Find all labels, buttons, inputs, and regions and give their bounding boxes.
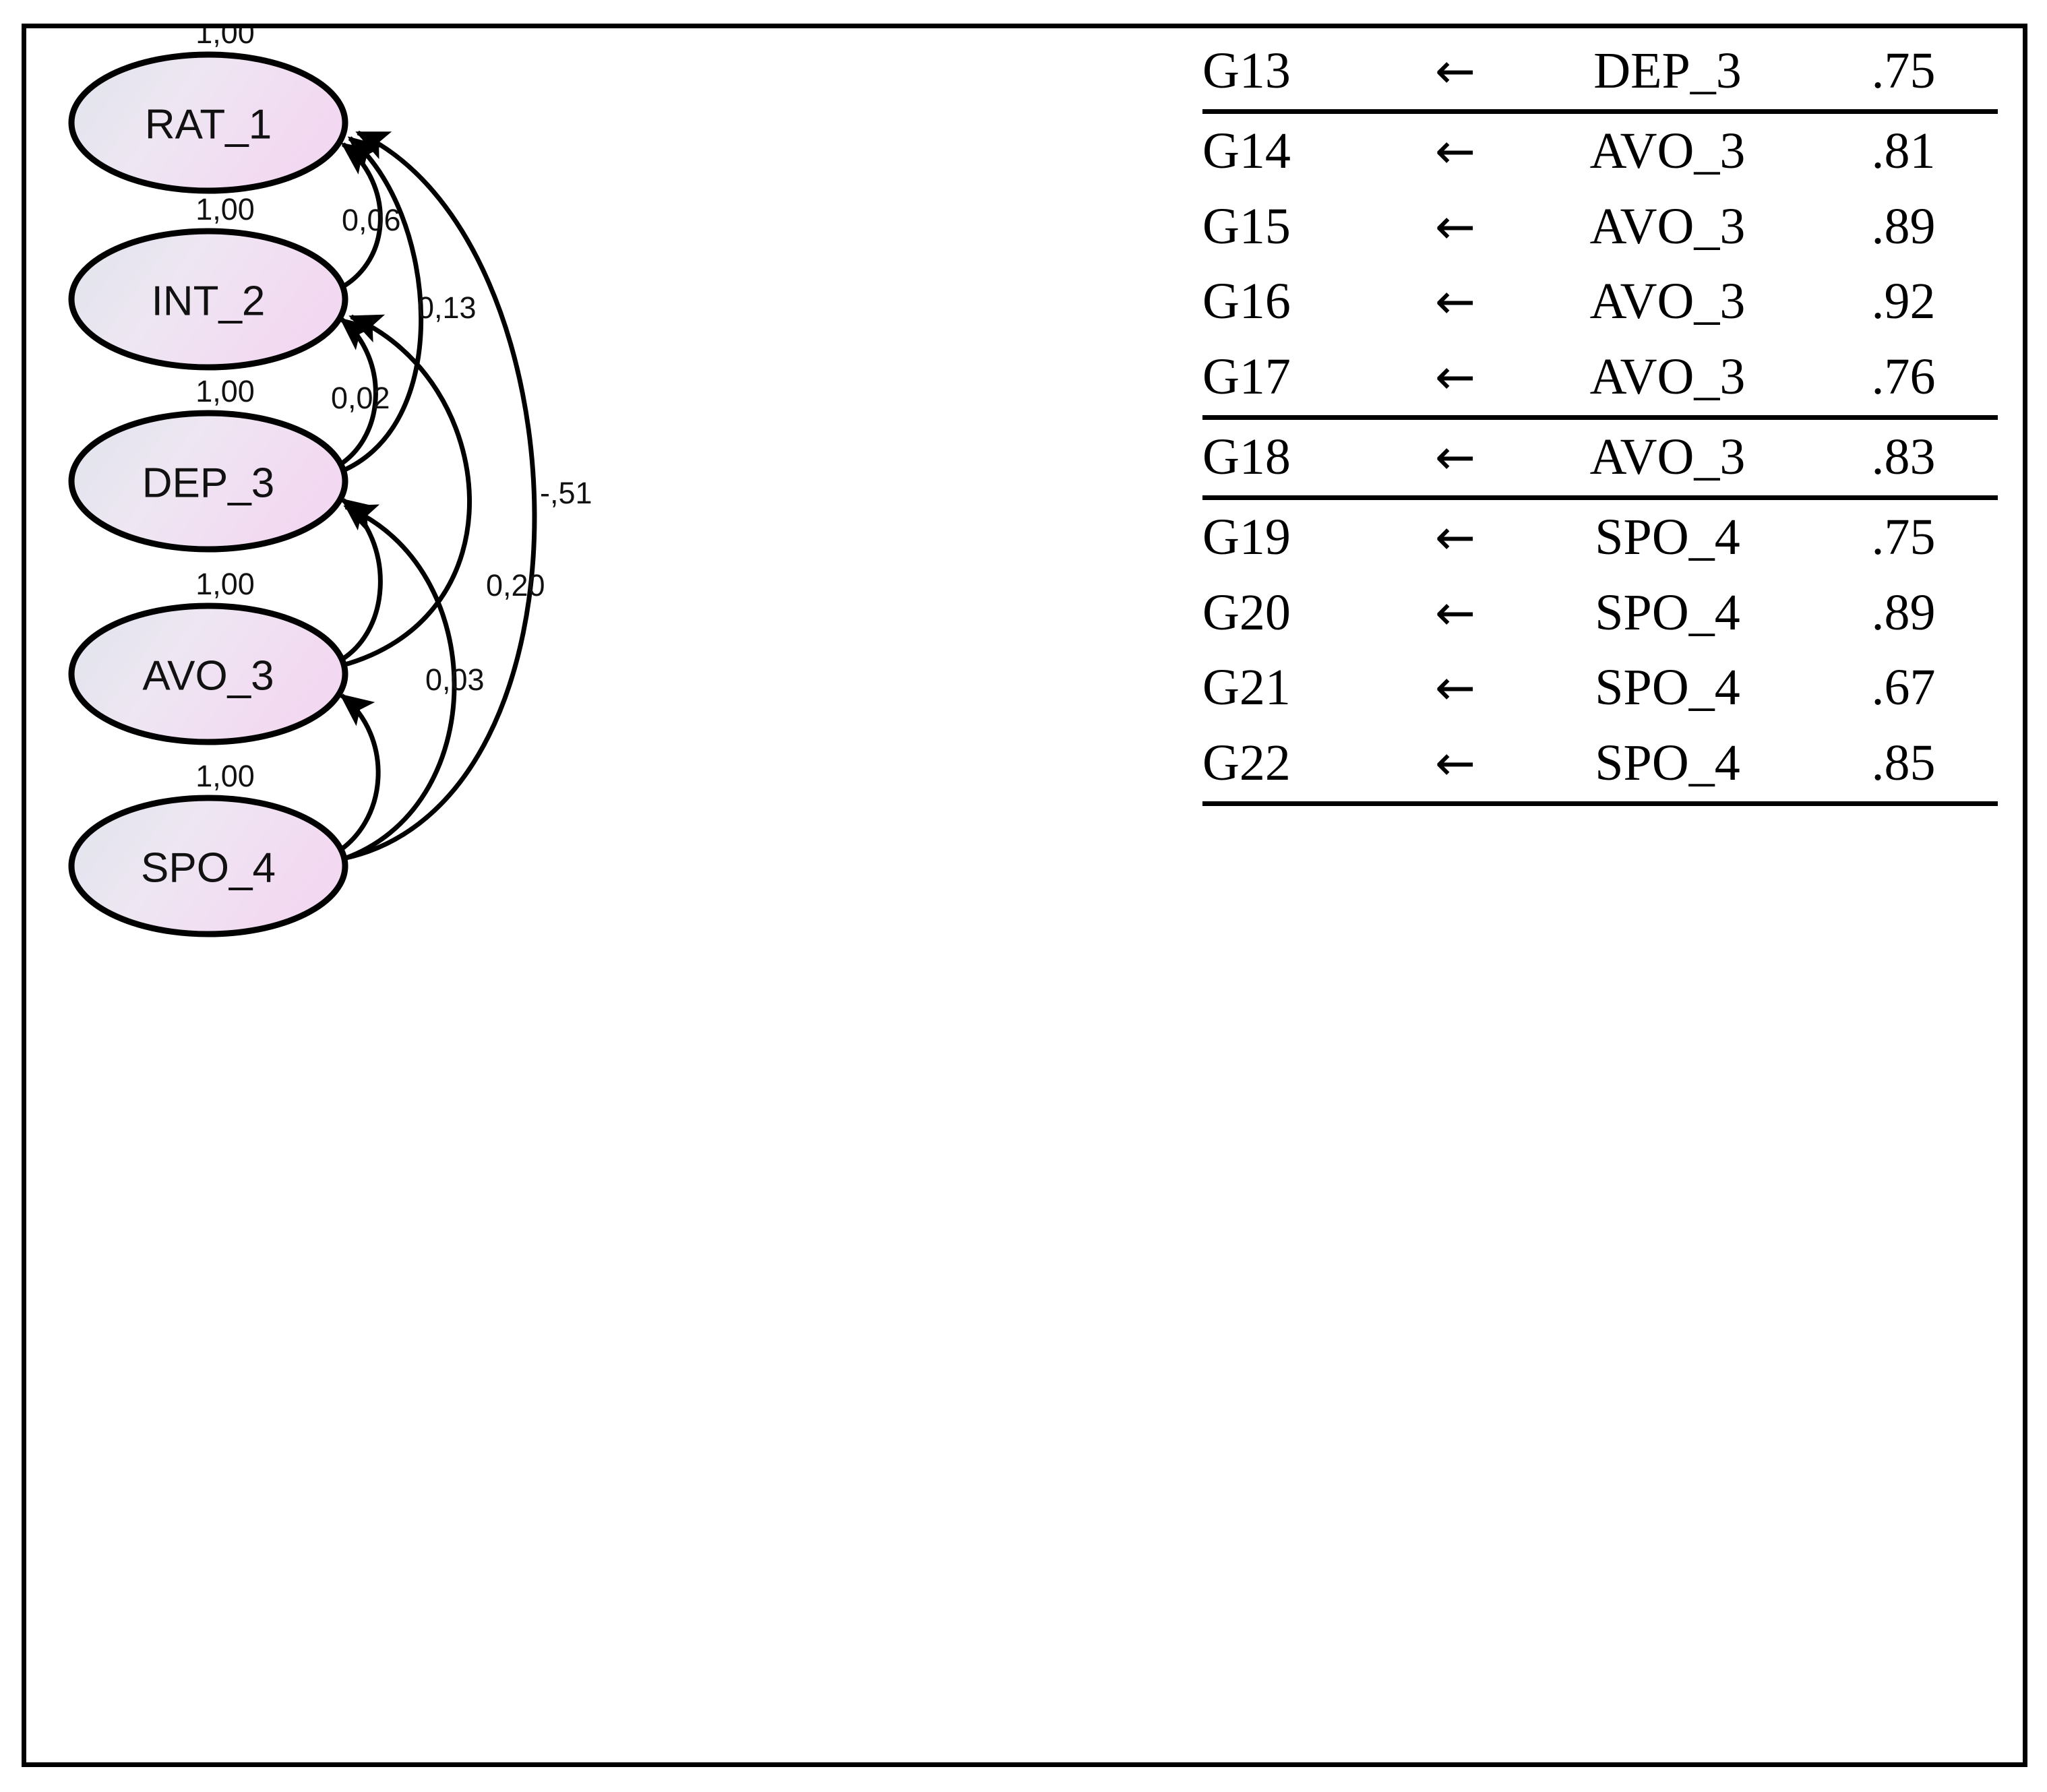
row-estimate: .75 xyxy=(1809,34,1998,114)
left-arrow-icon: ← xyxy=(1384,726,1526,806)
node-avo3[interactable]: AVO_3 1,00 xyxy=(68,567,348,745)
table-row: G13 ← DEP_3 .75 xyxy=(1202,34,1998,114)
row-estimate: .89 xyxy=(1871,197,1936,255)
node-label-rat1: RAT_1 xyxy=(145,102,272,148)
path-diagram: RAT_1 1,00 INT_2 1,00 DEP_3 1,00 AVO_3 1… xyxy=(68,28,592,937)
row-factor: AVO_3 xyxy=(1526,417,1809,500)
node-ellipse-dep3[interactable] xyxy=(68,410,348,553)
edge-spo4-avo3 xyxy=(330,693,381,859)
table-row: G16 ← AVO_3 .92 xyxy=(1202,264,1998,340)
row-estimate: .81 xyxy=(1871,122,1936,179)
edge-label-dep3-int2: 0,02 xyxy=(331,381,390,415)
left-arrow-icon: ← xyxy=(1384,417,1526,500)
row-factor: SPO_4 xyxy=(1595,659,1740,716)
edge-dep3-rat1 xyxy=(332,136,424,477)
row-estimate: .75 xyxy=(1871,508,1936,565)
table-row: G15 ← AVO_3 .89 xyxy=(1202,189,1998,265)
row-factor: DEP_3 xyxy=(1526,34,1809,114)
figure-frame: RAT_1 1,00 INT_2 1,00 DEP_3 1,00 AVO_3 1… xyxy=(22,24,2027,1767)
node-variance-spo4: 1,00 xyxy=(195,759,255,793)
node-int2[interactable]: INT_2 1,00 xyxy=(68,192,348,371)
node-ellipse-avo3[interactable] xyxy=(68,603,348,745)
row-indicator: G21 xyxy=(1202,659,1291,716)
row-estimate: .89 xyxy=(1871,584,1936,641)
node-ellipse-int2[interactable] xyxy=(68,228,348,371)
row-indicator: G14 xyxy=(1202,122,1291,179)
row-indicator: G17 xyxy=(1202,340,1384,420)
estimates-table: G13 ← DEP_3 .75 G14 ← AVO_3 .81 G15 ← AV… xyxy=(1202,34,1998,806)
edge-label-int2-rat1: 0,06 xyxy=(342,203,401,237)
edge-label-avo3-dep3: 0,03 xyxy=(425,662,485,697)
node-variance-dep3: 1,00 xyxy=(195,374,255,408)
edge-labels: 0,06 0,13 0,02 0,20 0,03 -,51 xyxy=(331,203,592,697)
row-indicator: G18 xyxy=(1202,417,1384,500)
left-arrow-icon: ← xyxy=(1434,197,1476,255)
row-indicator: G22 xyxy=(1202,726,1384,806)
edge-label-avo3-int2: 0,20 xyxy=(486,568,545,603)
row-factor: AVO_3 xyxy=(1526,340,1809,420)
row-estimate: .83 xyxy=(1809,417,1998,500)
table-row: G14 ← AVO_3 .81 xyxy=(1202,111,1998,189)
row-estimate: .76 xyxy=(1809,340,1998,420)
estimates-table-wrapper: G13 ← DEP_3 .75 G14 ← AVO_3 .81 G15 ← AV… xyxy=(1202,34,2001,806)
node-rat1[interactable]: RAT_1 1,00 xyxy=(68,28,348,194)
node-variance-int2: 1,00 xyxy=(195,192,255,226)
row-factor: SPO_4 xyxy=(1595,508,1740,565)
diagram-edges xyxy=(330,130,537,863)
table-row: G18 ← AVO_3 .83 xyxy=(1202,417,1998,500)
left-arrow-icon: ← xyxy=(1384,34,1526,114)
table-row: G21 ← SPO_4 .67 xyxy=(1202,650,1998,726)
node-label-spo4: SPO_4 xyxy=(141,845,276,892)
row-factor: AVO_3 xyxy=(1589,122,1746,179)
row-indicator: G16 xyxy=(1202,273,1291,330)
table-row: G19 ← SPO_4 .75 xyxy=(1202,497,1998,575)
node-label-int2: INT_2 xyxy=(152,278,266,325)
node-dep3[interactable]: DEP_3 1,00 xyxy=(68,374,348,553)
row-indicator: G20 xyxy=(1202,584,1291,641)
left-arrow-icon: ← xyxy=(1434,584,1476,641)
left-arrow-icon: ← xyxy=(1384,340,1526,420)
row-factor: AVO_3 xyxy=(1589,273,1746,330)
node-label-avo3: AVO_3 xyxy=(142,653,274,700)
row-estimate: .67 xyxy=(1871,659,1936,716)
node-variance-rat1: 1,00 xyxy=(195,28,255,50)
row-estimate: .85 xyxy=(1809,726,1998,806)
row-estimate: .92 xyxy=(1871,273,1936,330)
row-factor: SPO_4 xyxy=(1526,726,1809,806)
node-ellipse-spo4[interactable] xyxy=(68,795,348,937)
table-row: G22 ← SPO_4 .85 xyxy=(1202,726,1998,806)
row-indicator: G19 xyxy=(1202,508,1291,565)
edge-label-dep3-rat1: 0,13 xyxy=(417,290,477,325)
table-row: G20 ← SPO_4 .89 xyxy=(1202,576,1998,651)
row-factor: AVO_3 xyxy=(1589,197,1746,255)
edge-avo3-int2 xyxy=(334,314,472,670)
node-spo4[interactable]: SPO_4 1,00 xyxy=(68,759,348,937)
row-indicator: G13 xyxy=(1202,34,1384,114)
left-arrow-icon: ← xyxy=(1434,273,1476,330)
edge-avo3-dep3 xyxy=(330,498,383,668)
edge-label-spo4-rat1: -,51 xyxy=(540,476,592,510)
edge-spo4-rat1 xyxy=(342,130,537,861)
node-ellipse-rat1[interactable] xyxy=(68,51,348,194)
node-variance-avo3: 1,00 xyxy=(195,567,255,601)
edge-spo4-dep3 xyxy=(339,504,457,863)
node-label-dep3: DEP_3 xyxy=(142,460,274,507)
left-arrow-icon: ← xyxy=(1434,659,1476,716)
row-indicator: G15 xyxy=(1202,197,1291,255)
left-arrow-icon: ← xyxy=(1434,508,1476,565)
row-factor: SPO_4 xyxy=(1595,584,1740,641)
left-arrow-icon: ← xyxy=(1434,122,1476,179)
table-row: G17 ← AVO_3 .76 xyxy=(1202,340,1998,420)
